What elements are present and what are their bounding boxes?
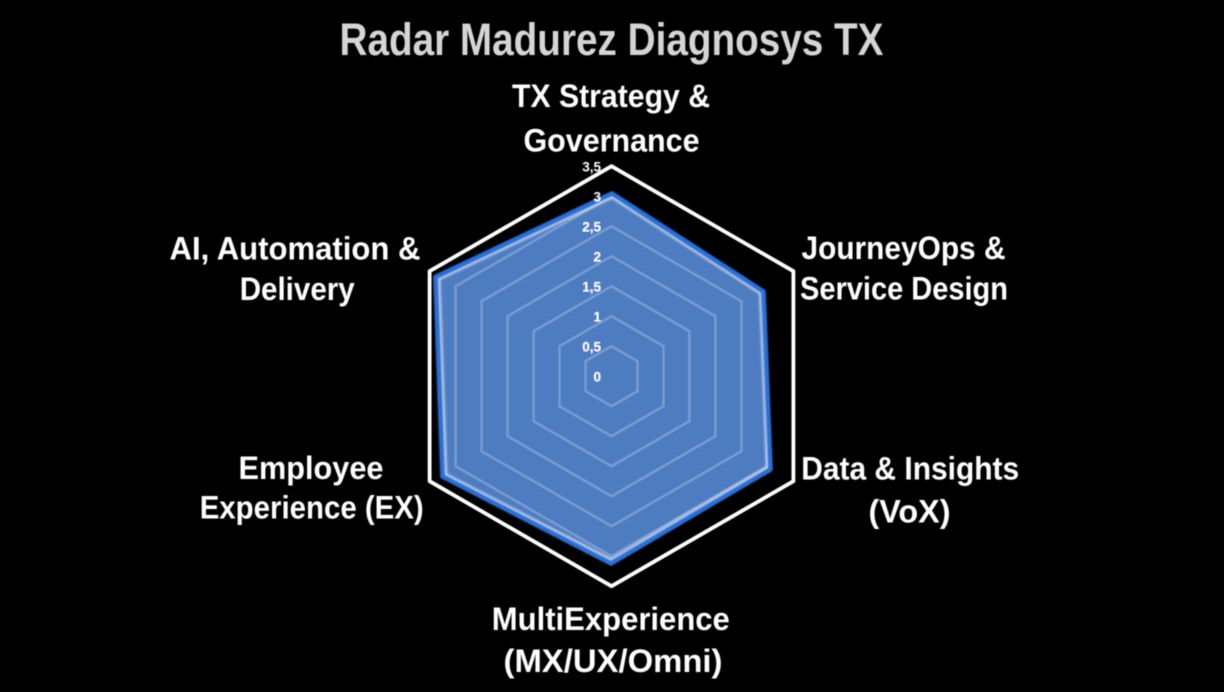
svg-text:MultiExperience: MultiExperience: [492, 601, 730, 637]
svg-text:1,5: 1,5: [582, 279, 601, 294]
svg-text:Experience (EX): Experience (EX): [200, 490, 424, 526]
svg-text:0,5: 0,5: [582, 339, 601, 354]
svg-text:Service Design: Service Design: [800, 271, 1008, 307]
svg-text:Employee: Employee: [239, 450, 384, 486]
svg-text:JourneyOps &: JourneyOps &: [802, 230, 1006, 266]
svg-text:2,5: 2,5: [582, 219, 601, 234]
svg-text:2: 2: [593, 249, 601, 264]
svg-text:1: 1: [593, 309, 601, 324]
svg-text:0: 0: [593, 369, 601, 384]
svg-text:(MX/UX/Omni): (MX/UX/Omni): [504, 643, 723, 679]
svg-text:Radar Madurez Diagnosys TX: Radar Madurez Diagnosys TX: [340, 14, 884, 65]
svg-text:AI, Automation &: AI, Automation &: [170, 231, 421, 267]
svg-text:Data & Insights: Data & Insights: [801, 451, 1019, 487]
svg-text:3,5: 3,5: [582, 159, 601, 174]
svg-text:Governance: Governance: [524, 123, 700, 159]
svg-text:Delivery: Delivery: [240, 271, 355, 307]
svg-text:(VoX): (VoX): [869, 494, 951, 530]
svg-text:TX Strategy &: TX Strategy &: [512, 78, 710, 114]
svg-text:3: 3: [593, 189, 601, 204]
